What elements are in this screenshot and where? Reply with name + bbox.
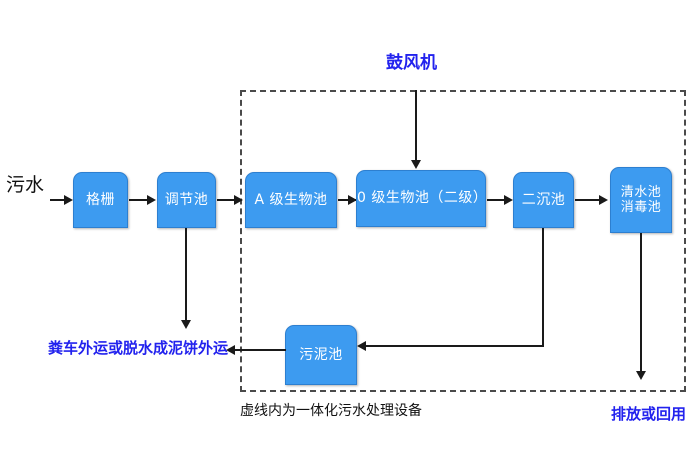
- blower-connector-arrowhead: [411, 160, 421, 169]
- connector-clarifier-to-clearwater: [575, 199, 604, 201]
- inlet-label: 污水: [6, 174, 45, 196]
- connector-equalizing-to-a-stage-arrowhead: [234, 195, 243, 205]
- node-equalizing-tank[interactable]: 调节池: [157, 172, 216, 228]
- connector-sludge-to-haul: [233, 349, 286, 351]
- connector-clarifier-to-sludge-horizontal: [364, 345, 544, 347]
- connector-clarifier-to-sludge-vertical: [542, 228, 544, 347]
- connector-inlet-to-grille: [50, 199, 67, 201]
- node-grille[interactable]: 格栅: [73, 172, 128, 228]
- blower-connector-line: [415, 90, 417, 162]
- connector-clarifier-to-clearwater-arrowhead: [599, 195, 608, 205]
- connector-equalizing-to-a-stage: [217, 199, 240, 201]
- connector-clearwater-to-discharge: [640, 233, 642, 373]
- connector-clarifier-to-sludge-arrowhead: [357, 341, 366, 351]
- connector-inlet-to-grille-arrowhead: [64, 195, 73, 205]
- effluent-outlet-label: 排放或回用: [611, 405, 687, 423]
- connector-clearwater-to-discharge-arrowhead: [636, 371, 646, 380]
- enclosure-caption: 虚线内为一体化污水处理设备: [240, 403, 422, 419]
- connector-a-stage-to-o-stage: [338, 199, 357, 201]
- integrated-equipment-enclosure: [240, 90, 686, 392]
- connector-grille-to-equalizing: [129, 199, 150, 201]
- blower-label: 鼓风机: [386, 53, 437, 73]
- connector-grille-to-equalizing-arrowhead: [147, 195, 156, 205]
- node-a-stage-biological-tank[interactable]: A 级生物池: [245, 172, 337, 228]
- connector-equalizing-to-haul: [185, 228, 187, 322]
- node-o-stage-biological-tank[interactable]: 0 级生物池（二级）: [356, 170, 487, 227]
- connector-o-stage-to-clarifier: [487, 199, 510, 201]
- node-secondary-clarifier[interactable]: 二沉池: [513, 172, 574, 228]
- connector-o-stage-to-clarifier-arrowhead: [504, 195, 513, 205]
- node-sludge-tank[interactable]: 污泥池: [285, 325, 357, 385]
- connector-sludge-to-haul-arrowhead: [226, 345, 235, 355]
- connector-equalizing-to-haul-arrowhead: [181, 320, 191, 329]
- node-clearwater-disinfection-tank[interactable]: 清水池 消毒池: [610, 167, 672, 233]
- sludge-outlet-label: 粪车外运或脱水成泥饼外运: [48, 339, 229, 357]
- connector-a-stage-to-o-stage-arrowhead: [348, 195, 357, 205]
